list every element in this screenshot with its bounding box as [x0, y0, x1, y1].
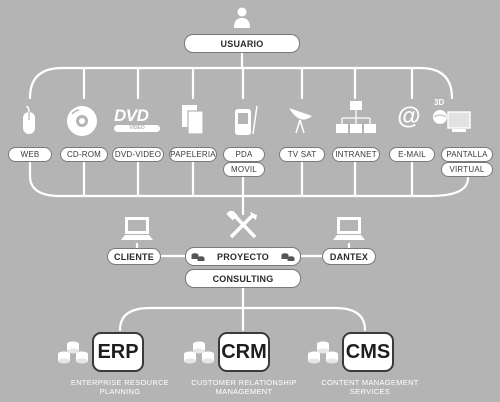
tools-icon	[226, 211, 257, 239]
channel-intranet: INTRANET	[332, 147, 380, 162]
channel-email: E-MAIL	[389, 147, 435, 162]
cliente-label: CLIENTE	[114, 251, 154, 262]
satellite-dish-icon	[289, 108, 312, 134]
erp-box: ERP	[92, 332, 144, 372]
caption-line: CONTENT MANAGEMENT	[321, 378, 419, 387]
caption-line: PLANNING	[99, 387, 141, 396]
caption-line: ENTERPRISE RESOURCE	[70, 378, 170, 387]
database-stack-icon	[58, 341, 88, 364]
network-icon	[336, 101, 376, 133]
channel-label: VIRTUAL	[449, 165, 485, 174]
channel-web: WEB	[8, 147, 52, 162]
pda-icon	[235, 105, 258, 135]
dantex-box: DANTEX	[322, 248, 376, 265]
consulting-box: CONSULTING	[185, 269, 301, 288]
erp-caption: ENTERPRISE RESOURCE PLANNING	[50, 378, 190, 396]
at-sign-icon: @	[397, 103, 421, 130]
cliente-box: CLIENTE	[107, 248, 161, 265]
caption-line: CUSTOMER RELATIONSHIP	[191, 378, 297, 387]
channel-label: PAPELERIA	[170, 150, 216, 159]
proyecto-box: PROYECTO	[185, 247, 301, 266]
channel-label: PDA	[235, 150, 253, 159]
cd-icon	[67, 106, 97, 136]
channel-virtual: VIRTUAL	[441, 162, 493, 177]
mouse-icon	[23, 106, 35, 134]
channel-movil: MOVIL	[223, 162, 265, 177]
consulting-label: CONSULTING	[212, 273, 274, 284]
laptop-icon	[121, 217, 153, 240]
channel-papeleria: PAPELERIA	[169, 147, 217, 162]
erp-label: ERP	[97, 340, 139, 363]
laptop-icon	[333, 217, 365, 240]
database-stack-icon	[184, 341, 214, 364]
screen-globe-icon	[433, 110, 471, 132]
channel-label: CD-ROM	[66, 150, 102, 159]
channel-cdrom: CD-ROM	[60, 147, 108, 162]
virtual-screen-icon: 3D	[430, 98, 472, 136]
cms-box: CMS	[342, 332, 394, 372]
caption-line: SERVICES	[349, 387, 391, 396]
database-icon	[191, 252, 205, 261]
channel-pda: PDA	[223, 147, 265, 162]
channel-label: INTRANET	[335, 150, 377, 159]
usuario-label: USUARIO	[220, 38, 264, 49]
documents-icon	[182, 105, 204, 135]
cms-label: CMS	[345, 340, 391, 363]
dvd-logo-text: DVD	[114, 106, 149, 125]
channel-label: PANTALLA	[446, 150, 488, 159]
database-icon	[281, 252, 295, 261]
channel-label: TV SAT	[287, 150, 317, 159]
dvd-logo-subtext: VIDEO	[114, 125, 160, 132]
user-icon	[234, 7, 250, 28]
database-stack-icon	[308, 341, 338, 364]
proyecto-label: PROYECTO	[217, 251, 269, 262]
dantex-label: DANTEX	[329, 251, 369, 262]
usuario-box: USUARIO	[184, 34, 300, 53]
3d-badge: 3D	[434, 98, 445, 107]
channel-label: DVD-VIDEO	[114, 150, 162, 159]
dvd-logo-icon: DVD VIDEO	[114, 106, 160, 134]
caption-line: MANAGEMENT	[215, 387, 273, 396]
channel-label: E-MAIL	[398, 150, 426, 159]
cms-caption: CONTENT MANAGEMENT SERVICES	[300, 378, 440, 396]
crm-box: CRM	[218, 332, 270, 372]
channel-label: WEB	[20, 150, 40, 159]
crm-caption: CUSTOMER RELATIONSHIP MANAGEMENT	[174, 378, 314, 396]
crm-label: CRM	[221, 340, 267, 363]
channel-dvd-video: DVD-VIDEO	[112, 147, 164, 162]
channel-pantalla: PANTALLA	[441, 147, 493, 162]
channel-label: MOVIL	[231, 165, 257, 174]
channel-tv-sat: TV SAT	[279, 147, 325, 162]
